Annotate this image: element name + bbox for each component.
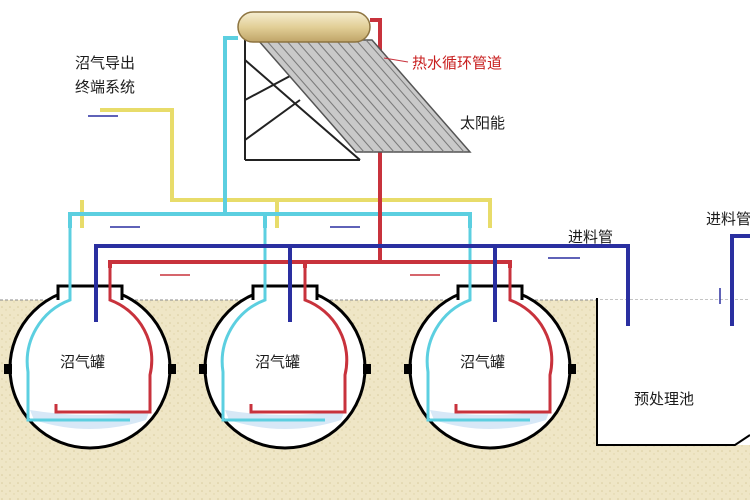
label-tank-3: 沼气罐 xyxy=(460,353,505,371)
pretreatment-pool-outline xyxy=(596,298,750,446)
feed-pipes xyxy=(94,234,750,326)
heating-coils xyxy=(54,268,554,414)
pretreatment-pool-fill xyxy=(597,300,750,445)
label-solar: 太阳能 xyxy=(460,114,505,132)
tank-3 xyxy=(404,283,576,450)
water-tank xyxy=(237,11,371,43)
tank-2 xyxy=(199,283,371,450)
label-feed-pipe-2: 进料管 xyxy=(706,210,750,228)
label-pretreatment-pool: 预处理池 xyxy=(634,390,694,408)
cold-coils xyxy=(25,228,530,422)
label-tank-1: 沼气罐 xyxy=(60,353,105,371)
tank-1 xyxy=(4,283,176,450)
hot-water-leader xyxy=(383,57,409,63)
label-gas-export-2: 终端系统 xyxy=(75,78,135,96)
label-feed-pipe-1: 进料管 xyxy=(568,228,613,246)
flow-arrows xyxy=(110,226,721,304)
label-gas-export-1: 沼气导出 xyxy=(75,54,135,72)
label-hot-water-loop: 热水循环管道 xyxy=(412,54,502,72)
cold-pipes xyxy=(68,36,472,228)
solar-panel xyxy=(256,39,472,153)
label-tank-2: 沼气罐 xyxy=(255,353,300,371)
